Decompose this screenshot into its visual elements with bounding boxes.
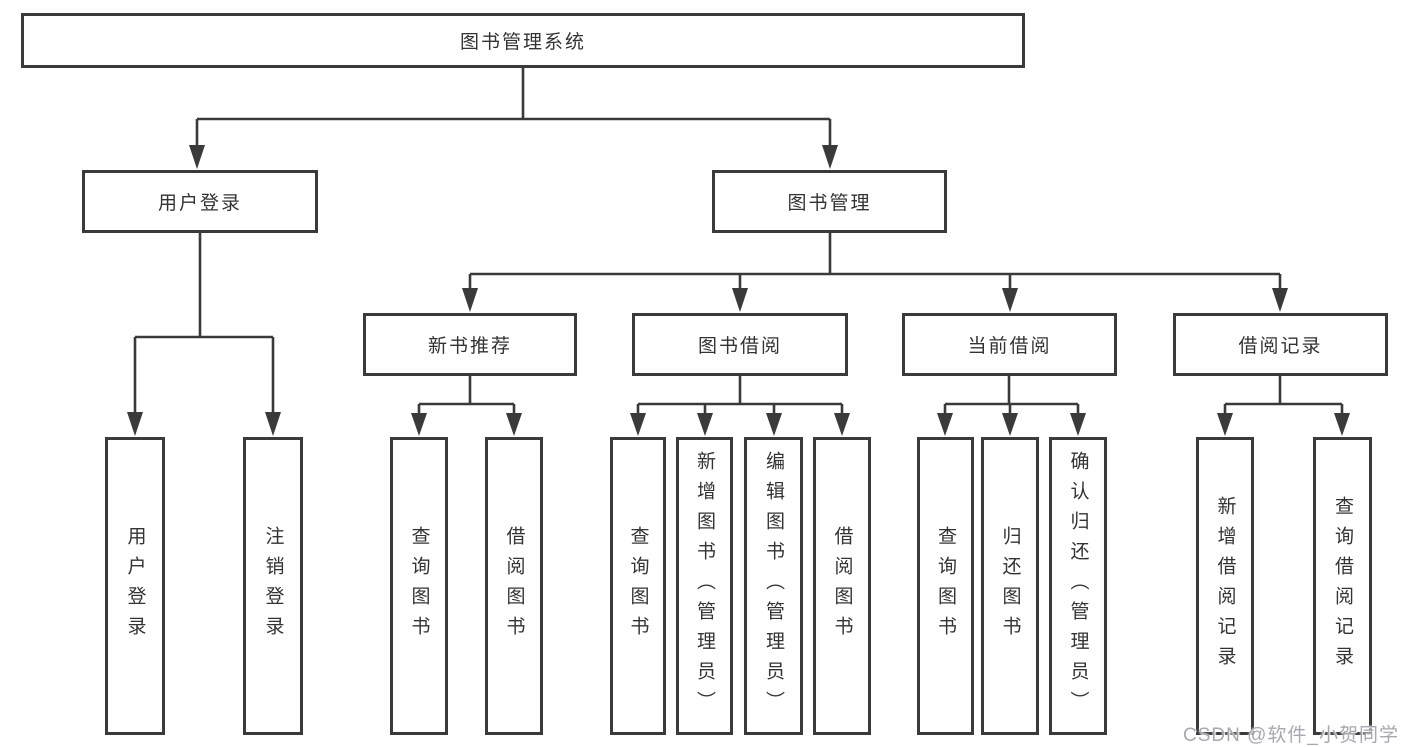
leaf-add-book-admin: 新增图书（管理员） [676, 437, 733, 735]
node-book-borrow: 图书借阅 [632, 313, 848, 376]
leaf-recommend-query-book-label: 查询图书 [408, 526, 430, 646]
leaf-borrow-query-book: 查询图书 [610, 437, 666, 735]
leaf-edit-book-admin-label: 编辑图书（管理员） [763, 451, 784, 721]
leaf-user-login-label: 用户登录 [124, 526, 146, 646]
leaf-edit-book-admin: 编辑图书（管理员） [744, 437, 803, 735]
node-new-book-recommend: 新书推荐 [363, 313, 577, 376]
leaf-user-login: 用户登录 [105, 437, 165, 735]
leaf-recommend-query-book: 查询图书 [390, 437, 448, 735]
node-user-login-group: 用户登录 [82, 170, 318, 233]
node-root-system: 图书管理系统 [21, 13, 1025, 68]
leaf-query-borrow-record: 查询借阅记录 [1313, 437, 1372, 735]
leaf-confirm-return-admin-label: 确认归还（管理员） [1067, 451, 1089, 721]
leaf-current-query-book: 查询图书 [917, 437, 974, 735]
node-book-management: 图书管理 [712, 170, 947, 233]
node-current-borrow: 当前借阅 [902, 313, 1117, 376]
leaf-confirm-return-admin: 确认归还（管理员） [1049, 437, 1107, 735]
csdn-watermark: CSDN @软件_小贺同学 [1183, 725, 1399, 746]
arrowheads [127, 145, 1350, 436]
leaf-logout: 注销登录 [243, 437, 303, 735]
leaf-return-book-label: 归还图书 [999, 526, 1021, 646]
leaf-borrow-book-label: 借阅图书 [831, 526, 853, 646]
leaf-return-book: 归还图书 [981, 437, 1039, 735]
leaf-logout-label: 注销登录 [262, 526, 284, 646]
node-borrow-records: 借阅记录 [1173, 313, 1388, 376]
leaf-borrow-book: 借阅图书 [813, 437, 871, 735]
leaf-current-query-book-label: 查询图书 [935, 526, 956, 646]
leaf-recommend-borrow-book: 借阅图书 [485, 437, 543, 735]
leaf-add-borrow-record-label: 新增借阅记录 [1214, 496, 1236, 676]
leaf-add-borrow-record: 新增借阅记录 [1196, 437, 1254, 735]
leaf-add-book-admin-label: 新增图书（管理员） [694, 451, 715, 721]
leaf-query-borrow-record-label: 查询借阅记录 [1332, 496, 1353, 676]
leaf-borrow-query-book-label: 查询图书 [627, 526, 649, 646]
leaf-recommend-borrow-book-label: 借阅图书 [503, 526, 525, 646]
